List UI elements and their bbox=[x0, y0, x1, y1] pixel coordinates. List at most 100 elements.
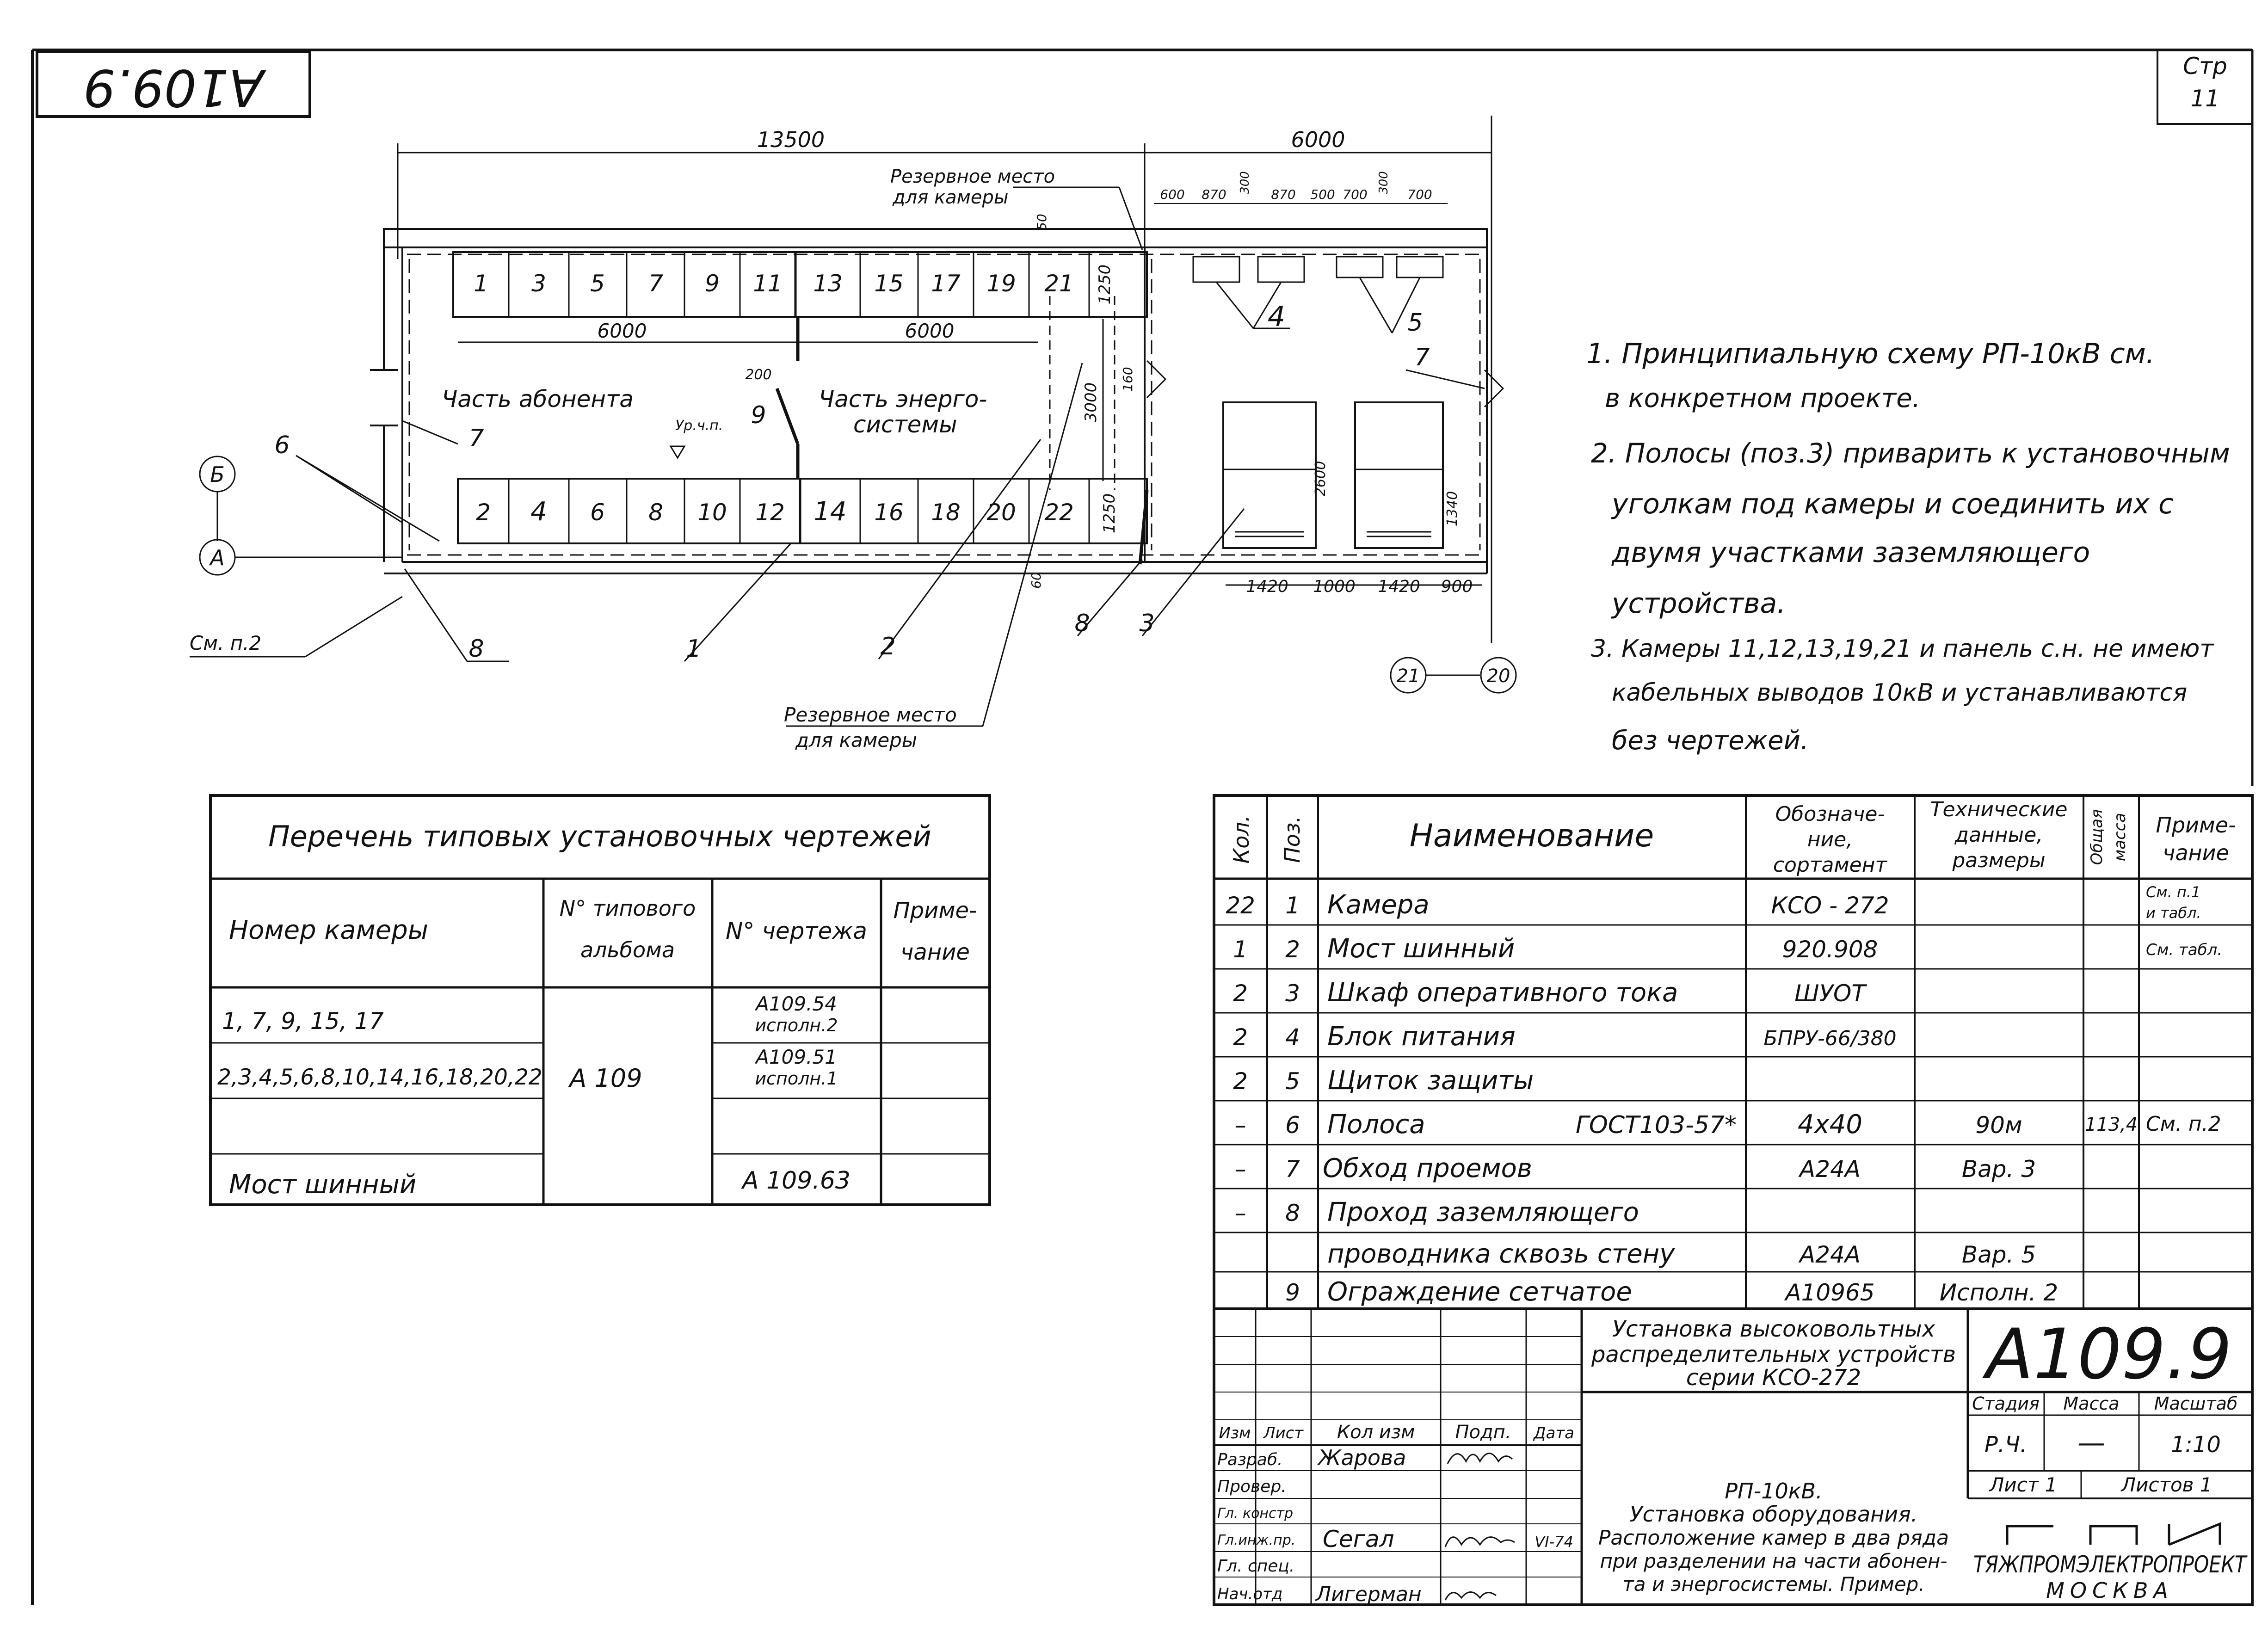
spec-row7-pos: 7 bbox=[1285, 1156, 1300, 1183]
tb-name-razrab: Жарова bbox=[1317, 1445, 1406, 1470]
spec-row7-tech: Вар. 3 bbox=[1962, 1156, 2036, 1183]
note-line-5: двумя участками заземляющего bbox=[1611, 536, 2090, 569]
subdim-0: 600 bbox=[1160, 187, 1184, 202]
spec-row8b-tech: Вар. 5 bbox=[1962, 1241, 2036, 1268]
cell-top-7: 7 bbox=[648, 270, 663, 297]
see-note-2: См. п.2 bbox=[190, 632, 261, 654]
spec-row9-tech: Исполн. 2 bbox=[1940, 1279, 2058, 1306]
tb-role-prover: Провер. bbox=[1217, 1477, 1287, 1496]
spec-header-desig-3: сортамент bbox=[1773, 853, 1888, 877]
row1-drawing-2: исполн.2 bbox=[755, 1015, 838, 1035]
cell-bottom-16: 16 bbox=[874, 499, 904, 526]
reserve-bottom-2: для камеры bbox=[795, 729, 917, 752]
subscriber-part: Часть абонента bbox=[442, 386, 634, 413]
row4-drawing: А 109.63 bbox=[741, 1167, 850, 1195]
header-chamber: Номер камеры bbox=[229, 915, 428, 945]
spec-header-tech-1: Технические bbox=[1930, 798, 2068, 821]
level-mark: Ур.ч.п. bbox=[675, 418, 723, 434]
tb-sheet-title-5: та и энергосистемы. Пример. bbox=[1622, 1573, 1924, 1596]
tb-sheet: Лист 1 bbox=[1989, 1473, 2058, 1496]
spec-row4-qty: 2 bbox=[1233, 1024, 1248, 1051]
bottom-dim-900: 900 bbox=[1441, 577, 1473, 596]
tb-name-glinzh: Сегал bbox=[1323, 1526, 1394, 1553]
spec-header-note-1: Приме- bbox=[2156, 813, 2236, 838]
spec-header-note-2: чание bbox=[2163, 840, 2229, 865]
rotated-stamp-code: А109.9 bbox=[83, 58, 266, 117]
bottom-dim-1420a: 1420 bbox=[1246, 577, 1288, 596]
note-line-6: устройства. bbox=[1611, 587, 1786, 620]
spec-header-mass-2: масса bbox=[2111, 813, 2129, 862]
dim-200: 200 bbox=[745, 367, 771, 383]
subdim-6: 300 bbox=[1377, 171, 1391, 194]
cell-top-17: 17 bbox=[931, 270, 961, 297]
header-note-1: Приме- bbox=[894, 898, 977, 924]
spec-row8-qty: – bbox=[1235, 1200, 1246, 1226]
subdim-4: 500 bbox=[1310, 187, 1335, 202]
dim-50: 50 bbox=[1034, 214, 1049, 230]
cell-bottom-2: 2 bbox=[476, 499, 491, 526]
callout-8-left: 8 bbox=[468, 635, 484, 663]
page-number-box bbox=[2157, 49, 2253, 125]
specification-table: Кол. Поз. Наименование Обозначе- ние, со… bbox=[1213, 794, 2254, 1310]
cell-bottom-20: 20 bbox=[986, 499, 1016, 526]
spec-header-qty: Кол. bbox=[1229, 815, 1254, 864]
tb-col-izm: Изм bbox=[1219, 1424, 1251, 1442]
callout-4: 4 bbox=[1268, 301, 1285, 333]
spec-row9-name: Ограждение сетчатое bbox=[1327, 1277, 1632, 1307]
spec-row3-qty: 2 bbox=[1233, 980, 1248, 1007]
spec-row1-desig: КСО - 272 bbox=[1771, 892, 1889, 919]
tb-project-1: Установка высоковольтных bbox=[1612, 1316, 1935, 1342]
spec-row5-pos: 5 bbox=[1285, 1068, 1300, 1095]
floor-plan: 13500 6000 600 870 300 870 500 700 300 7… bbox=[190, 116, 1517, 752]
dim-60: 60 bbox=[1029, 572, 1044, 589]
tb-role-razrab: Разраб. bbox=[1217, 1450, 1282, 1469]
cell-bottom-18: 18 bbox=[931, 499, 961, 526]
cell-top-3: 3 bbox=[531, 270, 546, 297]
tb-sheet-title-3: Расположение камер в два ряда bbox=[1598, 1526, 1949, 1550]
axis-a: А bbox=[209, 545, 224, 570]
cell-top-9: 9 bbox=[705, 270, 720, 297]
dim-3000: 3000 bbox=[1082, 382, 1100, 423]
spec-row2-name: Мост шинный bbox=[1327, 934, 1515, 964]
spec-row6-name: Полоса bbox=[1327, 1109, 1425, 1140]
spec-row8b-name: проводника сквозь стену bbox=[1327, 1239, 1675, 1269]
header-drawing: N° чертежа bbox=[726, 918, 867, 944]
spec-row6-pos: 6 bbox=[1285, 1112, 1300, 1139]
note-line-2: в конкретном проекте. bbox=[1605, 383, 1920, 413]
spec-row4-pos: 4 bbox=[1285, 1024, 1300, 1051]
spec-row8-pos: 8 bbox=[1285, 1200, 1300, 1226]
tb-col-list: Лист bbox=[1263, 1424, 1304, 1442]
subdim-5: 700 bbox=[1343, 187, 1367, 202]
title-block: Изм Лист Кол изм Подп. Дата Разраб. Пров… bbox=[1213, 1307, 2254, 1606]
spec-row2-qty: 1 bbox=[1233, 936, 1248, 963]
row4-chamber: Мост шинный bbox=[229, 1170, 416, 1200]
tb-col-data: Дата bbox=[1533, 1424, 1574, 1442]
dim-1250-bottom: 1250 bbox=[1100, 493, 1119, 534]
note-line-3: 2. Полосы (поз.3) приварить к установочн… bbox=[1591, 437, 2230, 469]
callout-9: 9 bbox=[751, 401, 766, 429]
reserve-bottom-1: Резервное место bbox=[784, 703, 957, 726]
dim-6000-a: 6000 bbox=[598, 320, 647, 342]
page-label: Стр bbox=[2183, 53, 2227, 80]
notes: 1. Принципиальную схему РП-10кВ см. в ко… bbox=[1586, 338, 2230, 756]
cell-top-21: 21 bbox=[1044, 270, 1074, 297]
spec-row1-note-1: См. п.1 bbox=[2146, 883, 2200, 901]
spec-row6-name-extra: ГОСТ103-57* bbox=[1576, 1111, 1737, 1139]
note-line-4: уголкам под камеры и соединить их с bbox=[1611, 488, 2174, 520]
cell-top-15: 15 bbox=[874, 270, 904, 297]
spec-row3-name: Шкаф оперативного тока bbox=[1327, 978, 1678, 1008]
subdim-3: 870 bbox=[1271, 187, 1295, 202]
row1-chamber: 1, 7, 9, 15, 17 bbox=[222, 1008, 384, 1035]
dim-160: 160 bbox=[1120, 367, 1135, 391]
spec-row2-note: См. табл. bbox=[2146, 941, 2222, 959]
spec-row9-pos: 9 bbox=[1285, 1279, 1300, 1306]
cell-top-13: 13 bbox=[813, 270, 843, 297]
spec-row4-name: Блок питания bbox=[1327, 1022, 1516, 1052]
tb-role-glkonstr: Гл. констр bbox=[1217, 1505, 1293, 1522]
tb-mass-value: — bbox=[2077, 1427, 2105, 1459]
header-album-1: N° типового bbox=[560, 896, 696, 921]
spec-header-pos: Поз. bbox=[1280, 816, 1305, 863]
spec-row2-desig: 920.908 bbox=[1782, 936, 1878, 963]
tb-sheet-title-2: Установка оборудования. bbox=[1630, 1502, 1918, 1527]
